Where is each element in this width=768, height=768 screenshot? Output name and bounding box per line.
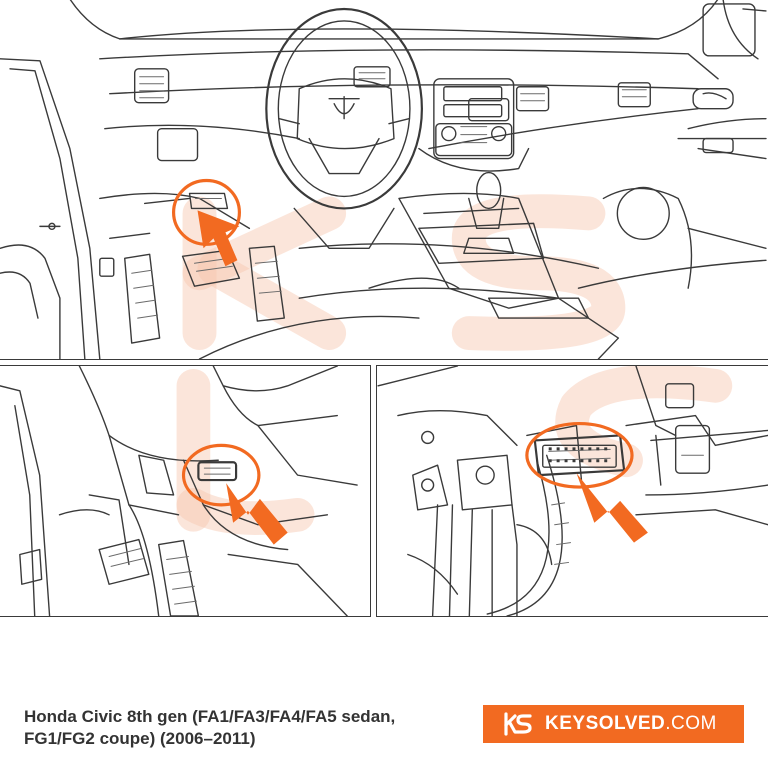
ks-logo-icon	[504, 712, 532, 736]
brand-name: KEYSOLVED	[545, 713, 666, 734]
brand-tld: .COM	[665, 713, 717, 734]
watermark-logo	[182, 194, 626, 351]
keysolved-brand-badge: KEYSOLVED.COM	[483, 705, 744, 743]
obd-connector-detail-panel	[376, 365, 768, 617]
obd-connector-ring	[525, 421, 634, 489]
pointer-arrow	[576, 473, 648, 543]
caption-line-1: Honda Civic 8th gen (FA1/FA3/FA4/FA5 sed…	[24, 707, 396, 726]
under-dash-closeup-panel	[0, 365, 371, 617]
obd-port-ring	[181, 443, 261, 507]
obd-connector-detail-illustration	[377, 366, 768, 616]
pointer-arrow	[226, 483, 288, 545]
under-dash-closeup-illustration	[0, 366, 358, 616]
dashboard-overview-illustration	[0, 0, 767, 359]
dashboard-overview-panel	[0, 0, 768, 360]
caption-line-2: FG1/FG2 coupe) (2006–2011)	[24, 729, 256, 748]
vehicle-caption: Honda Civic 8th gen (FA1/FA3/FA4/FA5 sed…	[24, 706, 464, 750]
pointer-arrow	[197, 210, 240, 267]
